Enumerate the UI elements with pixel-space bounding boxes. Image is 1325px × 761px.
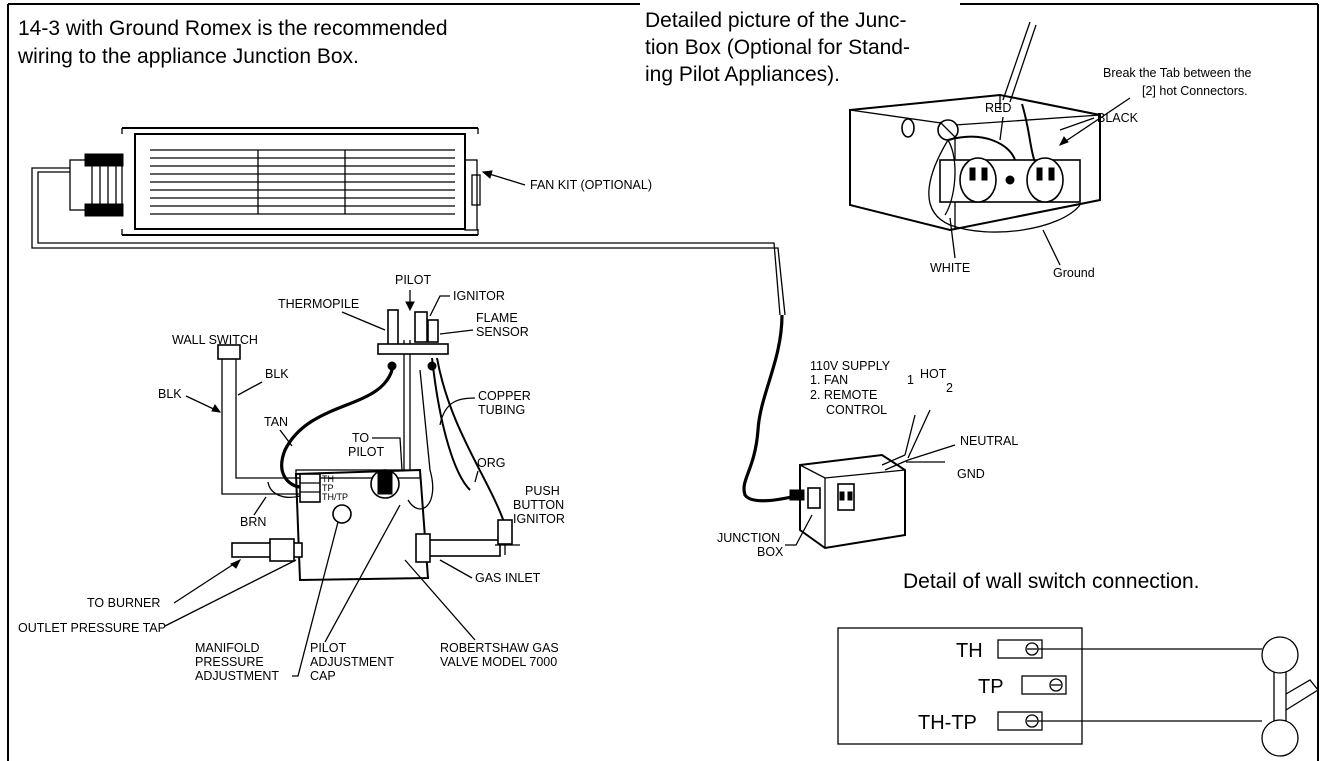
wall-switch-caption: Detail of wall switch connection. — [903, 570, 1199, 593]
valve-labels: PILOT IGNITOR THERMOPILE FLAME SENSOR WA… — [18, 273, 565, 683]
svg-text:JUNCTION: JUNCTION — [717, 531, 780, 545]
wall-switch-terminal-tp: TP — [978, 676, 1004, 698]
fan-kit-label: FAN KIT (OPTIONAL) — [481, 170, 652, 192]
svg-text:SENSOR: SENSOR — [476, 325, 529, 339]
svg-text:ADJUSTMENT: ADJUSTMENT — [195, 669, 279, 683]
svg-text:PILOT: PILOT — [395, 273, 431, 287]
wall-switch-detail — [837, 627, 1319, 757]
svg-text:RED: RED — [985, 101, 1011, 115]
svg-text:TO: TO — [352, 431, 369, 445]
svg-text:PRESSURE: PRESSURE — [195, 655, 264, 669]
term-thtp: TH/TP — [322, 492, 348, 502]
svg-text:2: 2 — [946, 381, 953, 395]
svg-text:GAS INLET: GAS INLET — [475, 571, 541, 585]
svg-text:TUBING: TUBING — [478, 403, 525, 417]
svg-text:1. FAN: 1. FAN — [810, 373, 848, 387]
svg-text:THERMOPILE: THERMOPILE — [278, 297, 359, 311]
svg-text:PILOT: PILOT — [348, 445, 384, 459]
fan-power-cord — [31, 167, 801, 503]
svg-text:COPPER: COPPER — [478, 389, 531, 403]
jbox-caption-line-2: tion Box (Optional for Stand- — [645, 36, 910, 59]
svg-text:ROBERTSHAW GAS: ROBERTSHAW GAS — [440, 641, 559, 655]
term-th: TH — [322, 474, 334, 484]
svg-text:MANIFOLD: MANIFOLD — [195, 641, 260, 655]
fan-cord-wire — [742, 314, 801, 503]
svg-text:VALVE MODEL 7000: VALVE MODEL 7000 — [440, 655, 557, 669]
svg-text:BLK: BLK — [265, 367, 289, 381]
supply-junction-box — [789, 409, 956, 550]
svg-text:BRN: BRN — [240, 515, 266, 529]
svg-text:HOT: HOT — [920, 367, 947, 381]
svg-text:OUTLET PRESSURE TAP: OUTLET PRESSURE TAP — [18, 621, 166, 635]
svg-text:TO BURNER: TO BURNER — [87, 596, 160, 610]
junction-box-detail — [849, 21, 1101, 233]
svg-text:BOX: BOX — [757, 545, 784, 559]
page-frame — [7, 3, 1319, 761]
svg-text:TAN: TAN — [264, 415, 288, 429]
svg-text:ADJUSTMENT: ADJUSTMENT — [310, 655, 394, 669]
svg-text:Break the Tab between the: Break the Tab between the — [1103, 66, 1252, 80]
intro-line-1: 14-3 with Ground Romex is the recommende… — [18, 17, 448, 40]
svg-text:CONTROL: CONTROL — [826, 403, 887, 417]
white-wire — [944, 139, 956, 216]
svg-text:1: 1 — [907, 373, 914, 387]
svg-text:FAN KIT (OPTIONAL): FAN KIT (OPTIONAL) — [530, 178, 652, 192]
svg-text:FLAME: FLAME — [476, 311, 518, 325]
fan-kit-illustration — [69, 127, 481, 236]
jbox-labels: Break the Tab between the [2] hot Connec… — [930, 66, 1252, 280]
wall-switch-terminal-th-tp: TH-TP — [918, 712, 977, 734]
svg-text:IGNITOR: IGNITOR — [453, 289, 505, 303]
svg-text:CAP: CAP — [310, 669, 336, 683]
wall-switch-terminal-th: TH — [956, 640, 983, 662]
term-tp: TP — [322, 483, 334, 493]
svg-text:BUTTON: BUTTON — [513, 498, 564, 512]
svg-text:110V SUPPLY: 110V SUPPLY — [810, 359, 891, 373]
svg-text:2. REMOTE: 2. REMOTE — [810, 388, 877, 402]
ground-wire — [928, 139, 1081, 233]
svg-text:GND: GND — [957, 467, 985, 481]
svg-text:Ground: Ground — [1053, 266, 1095, 280]
svg-text:WALL SWITCH: WALL SWITCH — [172, 333, 258, 347]
svg-text:PUSH: PUSH — [525, 484, 560, 498]
red-wire — [947, 135, 1016, 161]
intro-line-2: wiring to the appliance Junction Box. — [17, 45, 359, 68]
svg-text:NEUTRAL: NEUTRAL — [960, 434, 1018, 448]
jbox-caption-line-3: ing Pilot Appliances). — [645, 63, 840, 86]
gas-valve-illustration — [217, 309, 520, 582]
svg-text:IGNITOR: IGNITOR — [513, 512, 565, 526]
svg-text:ORG: ORG — [477, 456, 505, 470]
svg-text:WHITE: WHITE — [930, 261, 970, 275]
jbox-caption-line-1: Detailed picture of the Junc- — [645, 9, 906, 32]
svg-text:BLACK: BLACK — [1097, 111, 1139, 125]
svg-text:BLK: BLK — [158, 387, 182, 401]
black-wire — [1021, 103, 1036, 163]
svg-text:PILOT: PILOT — [310, 641, 346, 655]
svg-text:[2] hot Connectors.: [2] hot Connectors. — [1142, 84, 1248, 98]
supply-labels: 110V SUPPLY 1. FAN 2. REMOTE CONTROL 1 H… — [717, 359, 1018, 559]
